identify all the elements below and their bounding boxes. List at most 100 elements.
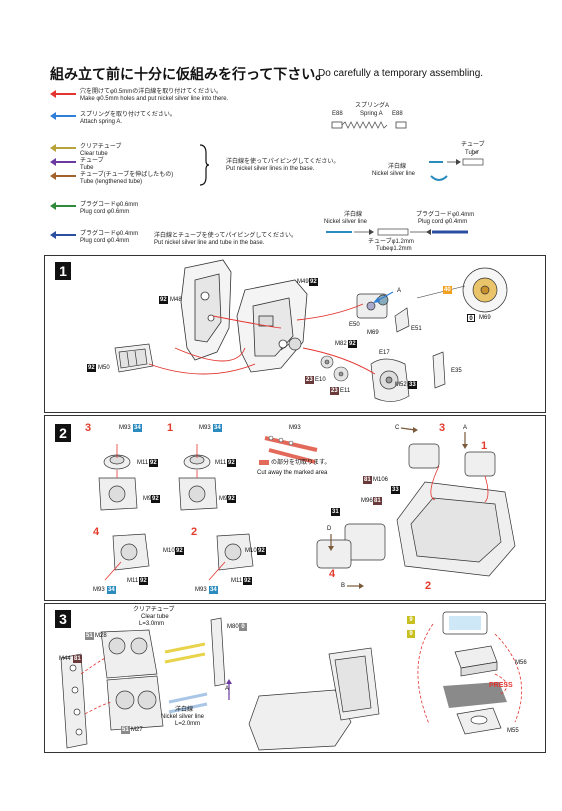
step-2-num-1: 1 — [167, 422, 174, 434]
legend-lengthened-tube-en: Tube (lengthened tube) — [80, 179, 143, 185]
bracket-note-jp: 洋白線を使ってパイピングしてください。 — [226, 159, 340, 165]
step-1-assembly-lines — [148, 303, 376, 375]
m50-label: M50 — [98, 365, 110, 371]
m11-label-b: M11 — [215, 460, 227, 466]
arrow-red-icon — [50, 90, 76, 98]
tube-ref-jp: チューブ — [461, 142, 485, 148]
step-1-blue-arrow-icon — [373, 291, 394, 303]
step-3-assembly-lines — [80, 623, 523, 725]
m44-tag: 81 — [73, 655, 82, 663]
plug-ref-cord-jp: プラグコードφ0.4mm — [416, 212, 475, 218]
spring-label-jp: スプリングA — [355, 103, 390, 109]
m9-upper-right-part — [178, 477, 218, 511]
m93-label-a: M93 — [119, 425, 131, 431]
legend-blue-jp: スプリングを取り付けてください。 — [80, 112, 176, 118]
m50-tag: 92 — [87, 364, 96, 372]
clear-tube-jp: クリアチューブ — [133, 607, 175, 613]
arrow-c-icon — [400, 427, 418, 433]
step-3-a-label: A — [225, 686, 230, 692]
step-3-arrow-a-icon — [226, 679, 232, 700]
step-2-big-3: 3 — [439, 422, 446, 434]
m93-sprue-part — [264, 435, 318, 464]
step-2-num-4: 4 — [93, 526, 100, 538]
plug04-note-en: Put nickel silver line and tube in the b… — [154, 240, 265, 246]
t31-tag: 31 — [331, 508, 340, 516]
m10-tag-a: 92 — [175, 547, 184, 555]
arrow-c-label: C — [395, 425, 400, 431]
step-2-drawing — [98, 427, 516, 589]
cut-note-jp: の部分を切取ります。 — [271, 460, 331, 466]
step-3-engine-part — [248, 647, 380, 751]
m80-rod-part — [210, 617, 226, 687]
m106-tag: 81 — [363, 476, 372, 484]
m10-lower-right-part — [216, 533, 254, 571]
arrow-b-icon — [347, 583, 364, 589]
m11-upper-right-part — [183, 454, 211, 470]
m69-detail-qty-tag: 0 — [467, 314, 475, 322]
m52-tag: 33 — [408, 381, 417, 389]
legend-bracket-icon — [199, 144, 210, 186]
m93-sprue-label: M93 — [289, 425, 301, 431]
page-title-jp: 組み立て前に十分に仮組みを行って下さい。 — [50, 67, 330, 83]
arrow-clear-tube-icon — [50, 144, 76, 152]
e35-bracket-part — [432, 351, 446, 389]
press-mat-part — [443, 682, 507, 708]
step-2-direction-arrows — [328, 427, 468, 589]
m93-tag-a: 34 — [133, 424, 142, 432]
plug-ref-tube-jp: チューブφ1.2mm — [368, 239, 414, 245]
m48-label: M48 — [170, 297, 182, 303]
m11-tag-d: 92 — [243, 577, 252, 585]
plug-ref-diagram — [326, 228, 468, 236]
yellow-tag-1: 9 — [407, 616, 415, 624]
m50-block-part — [114, 343, 154, 373]
m93-tag-d: 34 — [209, 586, 218, 594]
e17-label: E17 — [379, 350, 390, 356]
tube-ref-wire-en: Nickel silver line — [372, 171, 416, 177]
legend-tube-jp: チューブ — [80, 158, 104, 164]
e11-gear-part — [333, 366, 349, 382]
m69-detail-label: M69 — [479, 315, 491, 321]
plug04-note-jp: 洋白線とチューブを使ってパイピングしてください。 — [154, 233, 297, 239]
m11-label-d: M11 — [231, 578, 243, 584]
cut-mark-swatch — [259, 460, 269, 465]
m28-tag: 51 — [85, 632, 94, 640]
m9-label-b: M9 — [219, 496, 228, 502]
legend-plug06-en: Plug cord φ0.6mm — [80, 209, 130, 215]
m106-label: M106 — [373, 477, 389, 483]
clear-tube-en: Clear tube — [141, 614, 169, 620]
m11-tag-a: 92 — [149, 459, 158, 467]
step-2-num-3: 3 — [85, 422, 92, 434]
step-1-detail-arrow-icon — [416, 285, 466, 299]
plug-ref-cord-en: Plug cord φ0.4mm — [418, 219, 468, 225]
m27-label: M27 — [131, 727, 143, 733]
arrow-d-icon — [328, 534, 334, 551]
arrow-a-label: A — [463, 425, 468, 431]
spring-diagram — [331, 121, 407, 129]
e50-label: E50 — [349, 322, 360, 328]
m69-dial-part — [462, 267, 508, 313]
page-title-en: Do carefully a temporary assembling. — [318, 68, 484, 79]
m80-tag: 0 — [239, 623, 247, 631]
m82-part — [280, 337, 302, 351]
press-label: PRESS — [489, 682, 513, 689]
tube-ref-en: Tube — [465, 150, 479, 156]
legend-lengthened-tube-jp: チューブ(チューブを伸ばしたもの) — [80, 172, 174, 178]
legend-plug04-en: Plug cord φ0.4mm — [80, 238, 130, 244]
e35-label: E35 — [451, 368, 462, 374]
legend-plug06-jp: プラグコードφ0.6mm — [80, 202, 139, 208]
m11-tag-b: 92 — [227, 459, 236, 467]
tube-ref-diagram — [429, 150, 484, 181]
step-1-panel: 1 — [44, 255, 546, 413]
step-3-panel: 3 — [44, 603, 546, 753]
m93-tag-b: 34 — [213, 424, 222, 432]
step-2-assembly-lines — [104, 444, 489, 581]
m44-label: M44 — [59, 656, 71, 662]
spring-left-label: E88 — [332, 111, 343, 117]
m10-tag-b: 92 — [257, 547, 266, 555]
m82-tag: 92 — [348, 340, 357, 348]
step-1-drawing — [114, 259, 508, 402]
m44-plate-part — [60, 653, 88, 749]
e10-tag: 23 — [305, 376, 314, 384]
m49-frame-part — [236, 279, 308, 373]
plug-ref-wire-en: Nickel silver line — [324, 219, 368, 225]
